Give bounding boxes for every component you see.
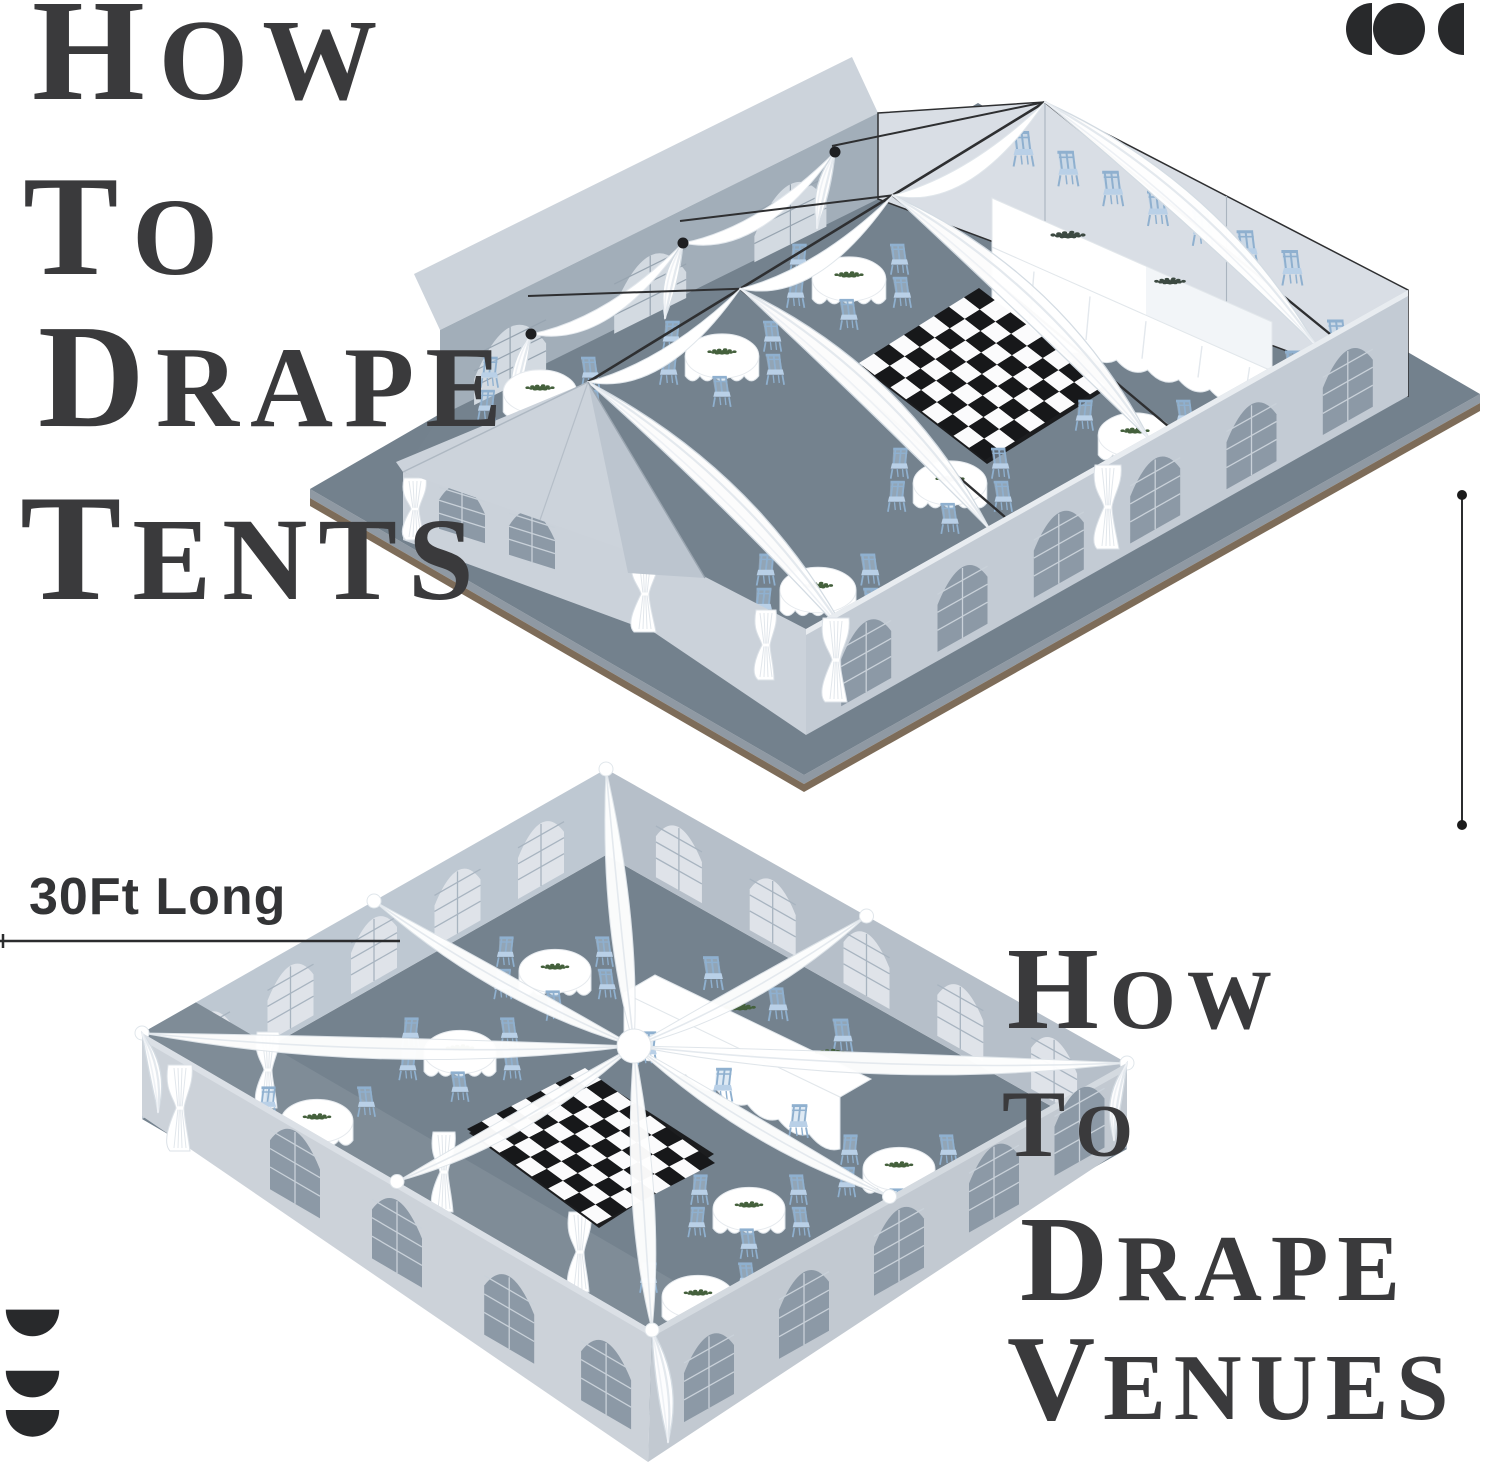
svg-text:DRAPE: DRAPE bbox=[38, 295, 513, 459]
svg-text:DRAPE: DRAPE bbox=[1020, 1192, 1409, 1327]
svg-text:VENUES: VENUES bbox=[1007, 1311, 1457, 1446]
svg-text:30Ft Long: 30Ft Long bbox=[29, 868, 286, 926]
svg-text:TO: TO bbox=[23, 147, 232, 305]
svg-text:TENTS: TENTS bbox=[20, 464, 485, 632]
svg-text:TO: TO bbox=[1002, 1071, 1143, 1177]
svg-text:HOW: HOW bbox=[1007, 923, 1283, 1054]
svg-text:HOW: HOW bbox=[32, 0, 391, 131]
